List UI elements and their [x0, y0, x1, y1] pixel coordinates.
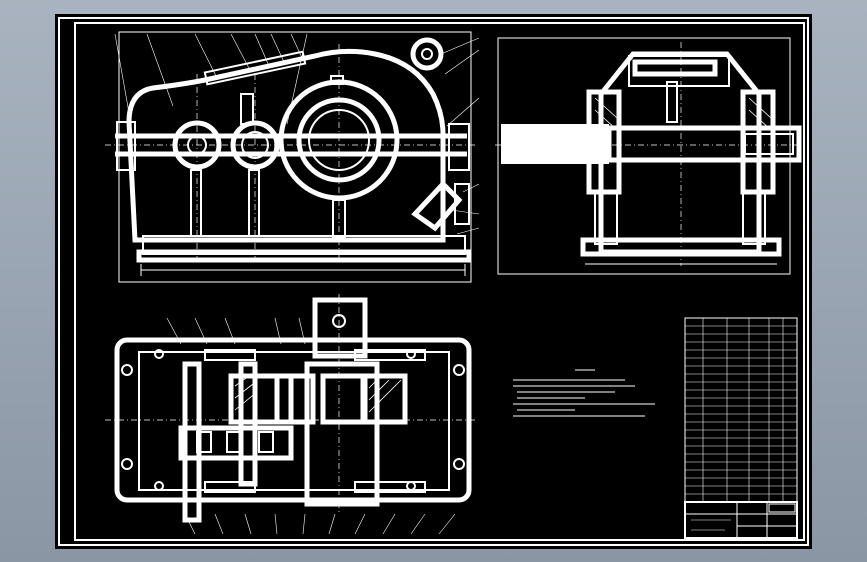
- reducer-assembly-drawing: [58, 17, 809, 546]
- title-block: [684, 501, 798, 539]
- technical-notes: [513, 369, 655, 417]
- outer-border: [58, 17, 809, 546]
- front-view: [105, 31, 480, 283]
- inner-border: [74, 22, 805, 541]
- side-view: [495, 37, 803, 275]
- drawing-sheet: [55, 14, 812, 549]
- parts-list: [684, 317, 798, 503]
- top-view: [105, 294, 475, 535]
